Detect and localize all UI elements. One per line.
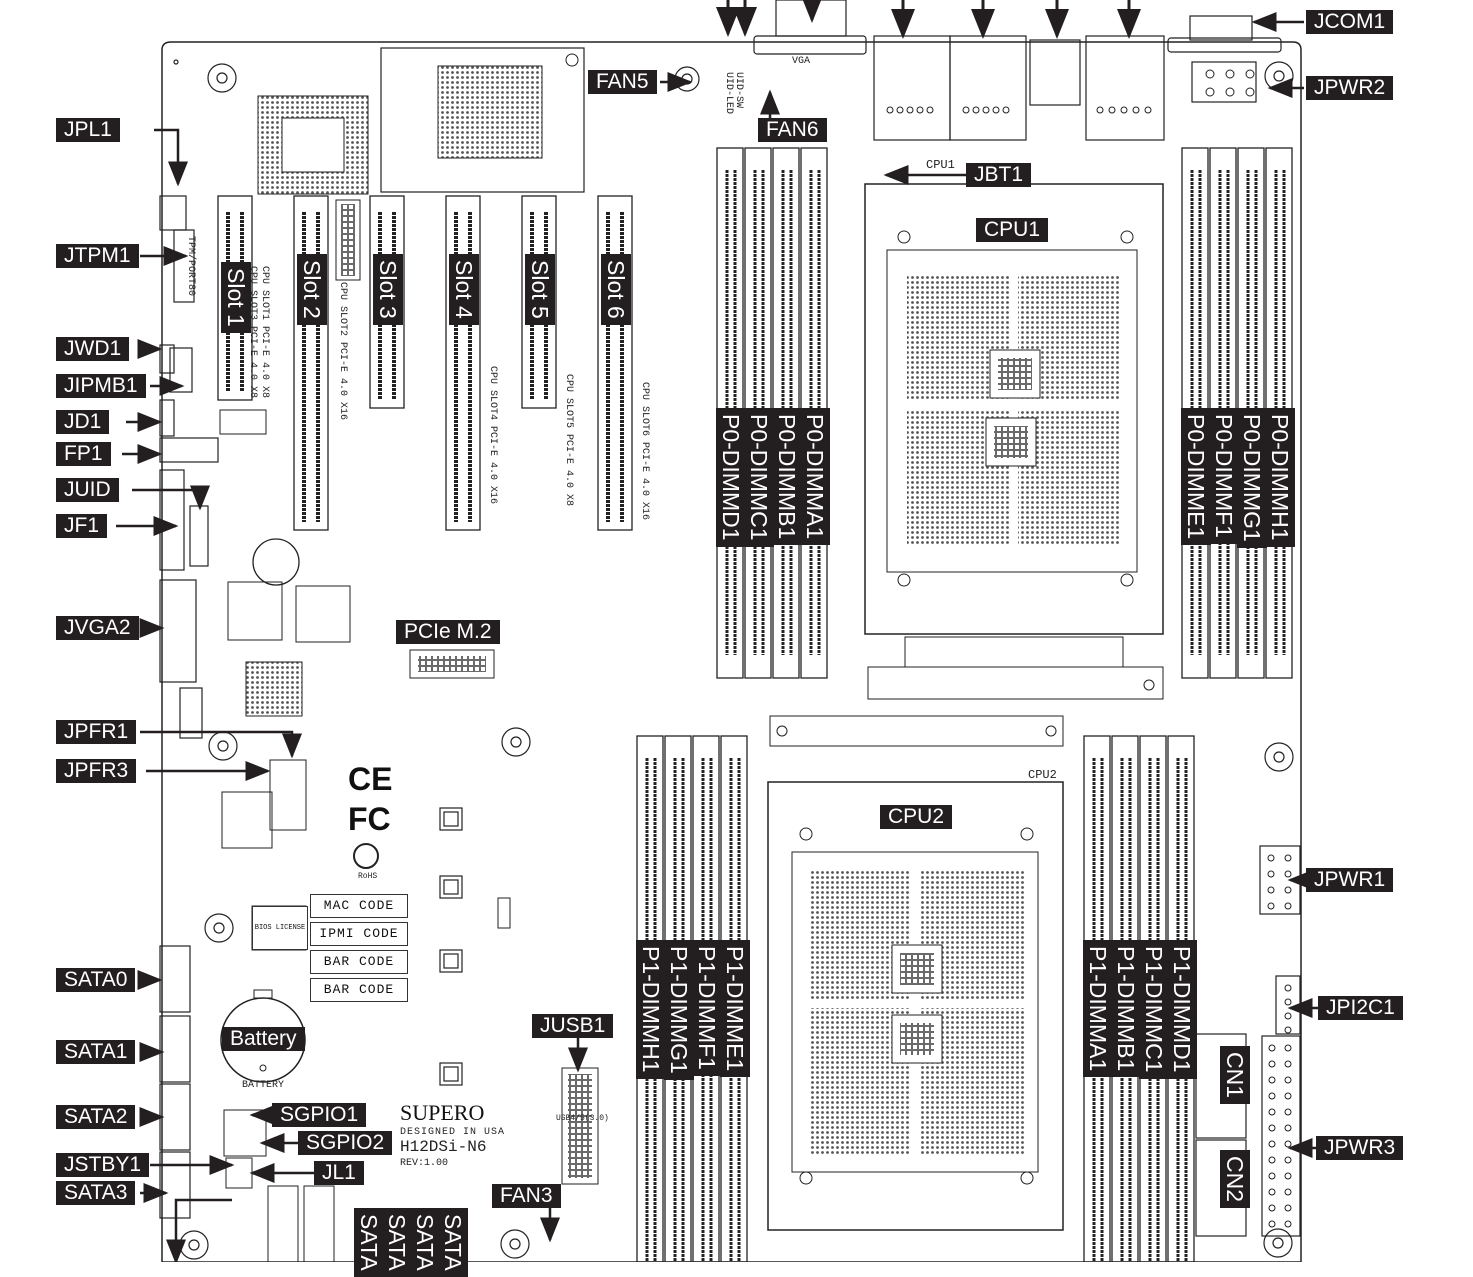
slot-1-silk: CPU SLOT1 PCI-E 4.0 X8 [259, 266, 270, 399]
slot-2-label: Slot 2 [297, 254, 327, 325]
pcie-slots [217, 195, 633, 531]
callout-jpwr1: JPWR1 [1306, 868, 1394, 892]
slot-5-silk: CPU SLOT5 PCI-E 4.0 X8 [563, 374, 574, 507]
callout-jwd1: JWD1 [56, 337, 130, 361]
rohs-mark [353, 843, 379, 869]
dimm-p0-e1: P0-DIMME1 [1181, 408, 1211, 546]
board-outline [161, 41, 1302, 1262]
callout-jcom1: JCOM1 [1306, 10, 1394, 34]
callout-leaders [116, 11, 1318, 1262]
callout-battery: Battery [222, 1027, 305, 1051]
callout-jpl1: JPL1 [56, 118, 120, 142]
dimm-p1-c1: P1-DIMMC1 [1139, 940, 1169, 1079]
slot-6-silk: CPU SLOT6 PCI-E 4.0 X16 [639, 382, 650, 521]
dimm-p0-h1: P0-DIMMH1 [1265, 408, 1295, 547]
slot-2-silk: CPU SLOT2 PCI-E 4.0 X16 [337, 282, 348, 421]
callout-jpfr1: JPFR1 [56, 720, 137, 744]
callout-jpwr2: JPWR2 [1306, 76, 1394, 100]
vga-silk: VGA [792, 56, 811, 67]
battery-silk: BATTERY [242, 1080, 285, 1091]
dimm-p0-b1: P0-DIMMB1 [772, 408, 802, 546]
cpu2-socket [767, 781, 1064, 1231]
callout-jusb1: JUSB1 [532, 1014, 614, 1038]
callout-pcie-m2: PCIe M.2 [396, 620, 500, 644]
sata-connector-2: SATA [382, 1208, 412, 1277]
callout-sata1: SATA1 [56, 1040, 136, 1064]
rear-io-pins [886, 69, 1255, 114]
chipset-heatsink [380, 47, 585, 193]
ipmi-code-box: IPMI CODE [310, 922, 408, 946]
callout-sata0: SATA0 [56, 968, 136, 992]
callout-cpu1: CPU1 [976, 218, 1049, 242]
slot-3-label: Slot 3 [373, 254, 403, 325]
dimm-p1-g1: P1-DIMMG1 [664, 940, 694, 1080]
tpm-silk: TPM/PORT80 [185, 236, 196, 297]
ce-mark: CE [348, 761, 392, 797]
callout-jl1: JL1 [314, 1161, 364, 1185]
callout-jstby1: JSTBY1 [56, 1153, 150, 1177]
slot-6-label: Slot 6 [601, 254, 631, 325]
left-headers [159, 195, 219, 1219]
rohs-silk: RoHS [358, 872, 378, 881]
callout-jbt1: JBT1 [966, 163, 1032, 187]
bar-code-box-1: BAR CODE [310, 950, 408, 974]
cpu1-silk: CPU1 [926, 158, 955, 172]
chipset [437, 65, 543, 159]
dimm-p0-c1: P0-DIMMC1 [744, 408, 774, 547]
dimm-p1-b1: P1-DIMMB1 [1111, 940, 1141, 1078]
brand-logo: SUPERO [400, 1100, 485, 1125]
callout-jpfr3: JPFR3 [56, 759, 137, 783]
slot-4-label: Slot 4 [449, 254, 479, 325]
slot-5-label: Slot 5 [525, 254, 555, 325]
callout-sgpio1: SGPIO1 [272, 1103, 367, 1127]
callout-jipmb1: JIPMB1 [56, 374, 146, 398]
cpu2-silk: CPU2 [1028, 768, 1057, 782]
dimm-p0-a1: P0-DIMMA1 [800, 408, 830, 546]
revision: REV:1.00 [400, 1158, 449, 1169]
callout-sgpio2: SGPIO2 [298, 1131, 393, 1155]
callout-cpu2: CPU2 [880, 805, 953, 829]
callout-fan6: FAN6 [758, 118, 827, 142]
uid-sw-silk: UID-SW [733, 72, 744, 109]
usb-silk: USB4/5(3.0) [556, 1114, 609, 1123]
callout-cn1: CN1 [1220, 1046, 1250, 1105]
callout-juid: JUID [56, 478, 119, 502]
bar-code-box-2: BAR CODE [310, 978, 408, 1002]
callout-jpwr3: JPWR3 [1316, 1136, 1404, 1160]
designed-in-usa: DESIGNED IN USA [400, 1127, 506, 1138]
dimm-p0-g1: P0-DIMMG1 [1237, 408, 1267, 548]
cpu1-socket [864, 183, 1164, 635]
dimm-p1-h1: P1-DIMMH1 [636, 940, 666, 1079]
bios-license-box: BIOS LICENSE [252, 906, 308, 950]
mac-code-box: MAC CODE [310, 894, 408, 918]
callout-sata3: SATA3 [56, 1181, 136, 1205]
dimm-p1-e1: P1-DIMME1 [720, 940, 750, 1078]
rear-io [753, 0, 1282, 141]
uid-led-silk: UID-LED [723, 72, 734, 115]
dimm-p1-d1: P1-DIMMD1 [1167, 940, 1197, 1079]
dimm-p0-f1: P0-DIMMF1 [1209, 408, 1239, 544]
callout-jvga2: JVGA2 [56, 616, 139, 640]
callout-cn2: CN2 [1220, 1150, 1250, 1209]
dimm-p1-f1: P1-DIMMF1 [692, 940, 722, 1076]
callout-jd1: JD1 [56, 410, 110, 434]
sata-connector-1: SATA [354, 1208, 384, 1277]
fc-mark: FC [348, 801, 391, 837]
callout-jtpm1: JTPM1 [56, 244, 139, 268]
callout-fan3: FAN3 [492, 1184, 561, 1208]
sata-connector-3: SATA [410, 1208, 440, 1277]
slot-3-silk: CPU SLOT3 PCI-E 4.0 X8 [247, 266, 258, 399]
sata-connector-4: SATA [438, 1208, 468, 1277]
slot-4-silk: CPU SLOT4 PCI-E 4.0 X16 [487, 366, 498, 505]
dimm-p1-a1: P1-DIMMA1 [1083, 940, 1113, 1078]
callout-jpi2c1: JPI2C1 [1318, 996, 1403, 1020]
callout-sata2: SATA2 [56, 1105, 136, 1129]
dimm-p0-d1: P0-DIMMD1 [716, 408, 746, 547]
callout-fan5: FAN5 [588, 70, 657, 94]
model-name: H12DSi-N6 [400, 1138, 487, 1156]
callout-fp1: FP1 [56, 442, 111, 466]
callout-jf1: JF1 [56, 514, 108, 538]
